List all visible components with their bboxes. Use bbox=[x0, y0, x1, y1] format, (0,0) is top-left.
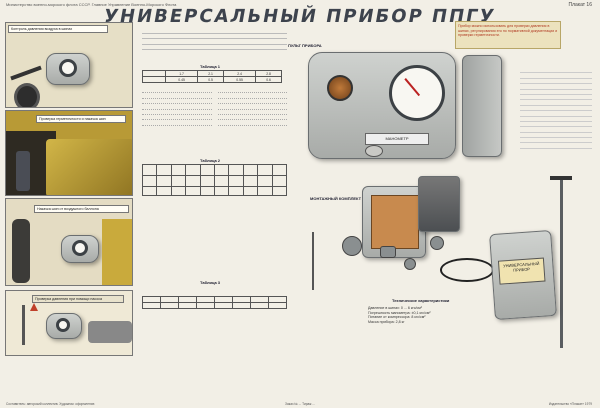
footer-right: Издательство «Плакат» 1979 bbox=[548, 402, 592, 406]
nipple-icon bbox=[365, 145, 383, 157]
vehicle-wheel-area bbox=[46, 139, 132, 195]
adapter-icon bbox=[380, 246, 396, 258]
valve-cap-icon bbox=[430, 236, 444, 250]
floor-pump-rod-icon bbox=[560, 178, 563, 348]
device-lid bbox=[462, 55, 502, 157]
panel-leak-check: Проверка герметичности и накачка шин bbox=[5, 110, 133, 196]
list-item: Давление в шинах: 0 ... 6 кгс/см² bbox=[368, 306, 422, 310]
panel-caption: Накачка шин от воздушного баллона bbox=[34, 205, 129, 214]
wheel-icon bbox=[14, 83, 40, 107]
panel-pressure-check: Контроль давления воздуха в шинах bbox=[5, 22, 133, 108]
nut-icon bbox=[404, 258, 416, 270]
front-label: ПУЛЬТ ПРИБОРА bbox=[288, 43, 322, 48]
center-description bbox=[142, 28, 287, 68]
fitting-icon bbox=[342, 236, 362, 256]
kit-label: МОНТАЖНЫЙ КОМПЛЕКТ bbox=[310, 196, 362, 201]
list-item: Питание от компрессора: 8 кгс/см² bbox=[368, 315, 426, 320]
compressor-icon bbox=[88, 321, 132, 343]
device-illustration bbox=[46, 313, 82, 339]
table3 bbox=[142, 296, 287, 309]
panel-caption: Проверка давления при помощи насоса bbox=[32, 295, 124, 304]
gauge-dial-icon bbox=[56, 318, 70, 332]
device-illustration bbox=[46, 53, 90, 85]
table-cell: 0.55 bbox=[222, 76, 257, 83]
list-item: Погрешность манометра: ±0,1 кгс/см² bbox=[368, 310, 431, 315]
device-illustration bbox=[61, 235, 99, 263]
device-front: МАНОМЕТР bbox=[308, 52, 456, 159]
device-closed: УНИВЕРСАЛЬНЫЙ ПРИБОР bbox=[489, 229, 557, 321]
hose-icon bbox=[10, 65, 42, 81]
panel-pump-check: Проверка давления при помощи насоса bbox=[5, 290, 133, 356]
gauge-dial-icon bbox=[389, 65, 445, 121]
legend-list bbox=[142, 88, 287, 138]
vehicle-part bbox=[102, 219, 132, 285]
gauge-needle bbox=[404, 78, 421, 97]
specs-list: Давление в шинах: 0 ... 6 кгс/см² Погреш… bbox=[368, 306, 490, 324]
valve-knob-icon bbox=[327, 75, 353, 101]
table2 bbox=[141, 164, 288, 196]
table-cell: 0.6 bbox=[255, 76, 282, 83]
kit-case-lining bbox=[371, 195, 419, 249]
panel-caption: Контроль давления воздуха в шинах bbox=[8, 25, 108, 34]
mechanic-figure bbox=[12, 219, 30, 283]
kit-case-lid bbox=[418, 176, 460, 232]
mechanic-figure bbox=[16, 151, 30, 191]
coiled-hose-icon bbox=[440, 258, 494, 282]
footer-left: Составитель: авторский коллектив. Художн… bbox=[6, 402, 96, 406]
panel-cylinder-inflation: Накачка шин от воздушного баллона bbox=[5, 198, 133, 286]
tire-gauge-rod-icon bbox=[312, 232, 314, 290]
footer-middle: Заказ № ... Тираж ... bbox=[285, 402, 315, 406]
arrow-up-icon bbox=[30, 303, 38, 311]
page-title-text: УНИВЕРСАЛЬНЫЙ ПРИБОР ППГУ bbox=[102, 6, 498, 27]
specs-title: Технические характеристики bbox=[392, 298, 450, 303]
floor-pump-handle-icon bbox=[550, 176, 572, 180]
note-box: Прибор можно использовать для проверки д… bbox=[455, 21, 561, 49]
table1: 1.7 2.1 2.4 2.8 0.45 0.5 0.55 0.6 bbox=[142, 70, 282, 83]
table2-title: Таблица 2 bbox=[200, 158, 221, 163]
gauge-caption: МАНОМЕТР bbox=[365, 133, 429, 145]
table-row bbox=[141, 164, 288, 176]
table-row: 0.45 0.5 0.55 0.6 bbox=[142, 76, 282, 83]
table-row bbox=[142, 302, 287, 309]
sheet-number: Плакат 16 bbox=[568, 2, 592, 8]
pump-rod-icon bbox=[22, 305, 25, 345]
table-cell: 0.45 bbox=[164, 76, 199, 83]
panel-caption: Проверка герметичности и накачка шин bbox=[36, 115, 126, 124]
table-cell: 0.5 bbox=[197, 76, 224, 83]
table-row bbox=[141, 175, 288, 187]
header-top-line: Министерство военно-морского флота СССР.… bbox=[6, 2, 177, 7]
gauge-dial-icon bbox=[72, 240, 88, 256]
right-description bbox=[520, 68, 592, 268]
gauge-dial-icon bbox=[59, 59, 77, 77]
table1-title: Таблица 1 bbox=[200, 64, 221, 69]
table3-title: Таблица 3 bbox=[200, 280, 221, 285]
table-row bbox=[141, 186, 288, 196]
list-item: Масса прибора: 2,8 кг bbox=[368, 319, 405, 324]
device-lid-label: УНИВЕРСАЛЬНЫЙ ПРИБОР bbox=[497, 257, 546, 285]
